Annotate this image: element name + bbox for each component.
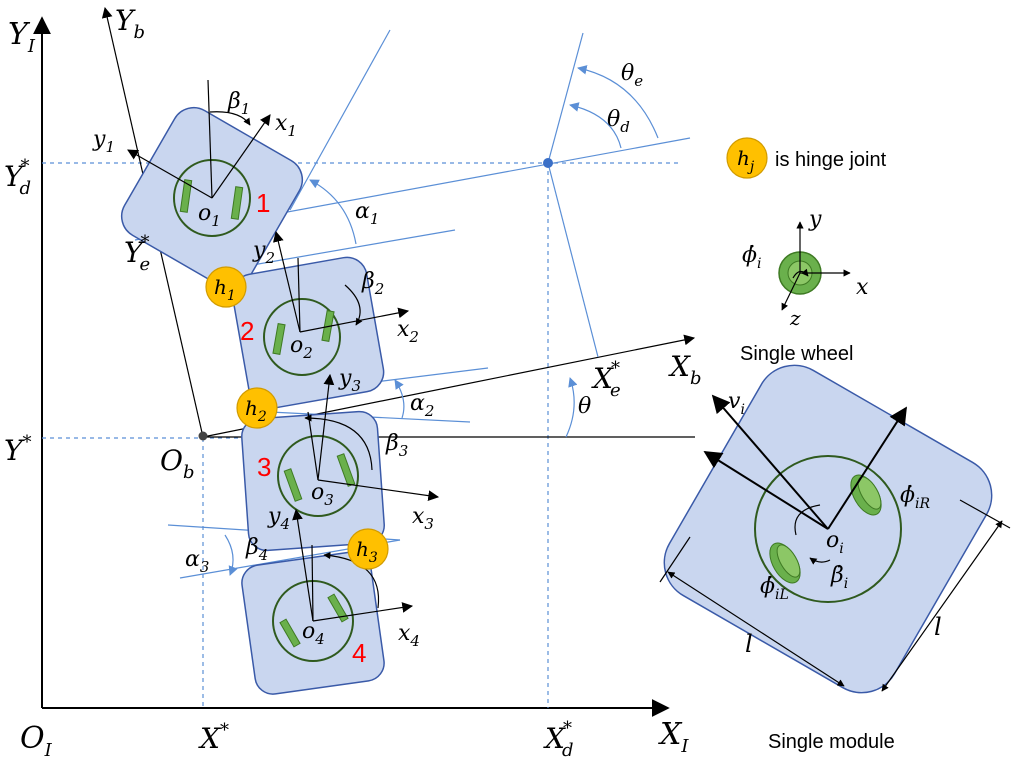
ye-star-label: Y*e (124, 232, 150, 275)
legend-hinge-symbol (726, 137, 768, 179)
module-2-origin-label: o2 (290, 333, 313, 362)
inertial-y-label: YI (8, 17, 36, 57)
module-3-number: 3 (257, 452, 271, 482)
module-3-beta-label: β3 (385, 431, 408, 460)
module-2-number: 2 (240, 316, 254, 346)
module-origin-label: oi (826, 528, 844, 557)
wheel-z-label: z (789, 306, 801, 330)
body-origin-point (198, 431, 208, 441)
theta-label: θ (578, 394, 591, 419)
hinge-2-label: h2 (245, 396, 267, 425)
module-2-y-label: y2 (252, 238, 275, 267)
hinge-1 (205, 266, 247, 308)
body-x-label: Xb (668, 350, 701, 389)
hinge-3 (347, 528, 389, 570)
xd-star-label: X*d (543, 718, 573, 761)
velocity-label: vi (728, 389, 745, 418)
inertial-x-label: XI (658, 717, 689, 757)
hinge-1-label: h1 (214, 275, 236, 304)
alpha2-arc (394, 379, 405, 419)
module2-blue-line (234, 229, 456, 269)
module-3-origin-label: o3 (311, 480, 334, 509)
module-1-beta-label: β1 (227, 89, 250, 118)
body-origin-label: Ob (160, 444, 195, 483)
single-wheel-caption: Single wheel (740, 343, 853, 365)
module-2-beta-label: β2 (361, 269, 384, 298)
module-2-alpha-label: α2 (410, 391, 434, 420)
module-1-x-label: x1 (275, 111, 297, 140)
yd-star-label: Y*d (4, 156, 31, 199)
x-star-label: X* (198, 720, 229, 755)
single-module-caption: Single module (768, 731, 895, 753)
module-2-x-label: x2 (397, 317, 419, 346)
module-1-alpha-label: α1 (355, 199, 379, 228)
module-1-origin-label: o1 (198, 201, 221, 230)
legend-hinge-text: is hinge joint (775, 149, 887, 171)
target-point (543, 158, 553, 168)
beta-dot-label: β̇i (830, 563, 848, 592)
single-wheel-icon (778, 221, 851, 311)
module-length-label-right: l (934, 613, 942, 641)
module-4-beta-label: β4 (245, 535, 268, 564)
module-3-x-label: x3 (412, 504, 434, 533)
wheel-x-label: x (856, 275, 869, 300)
module-3-y-label: y3 (338, 366, 361, 395)
theta-e-label: θe (621, 61, 643, 90)
module-4-y-label: y4 (267, 504, 290, 533)
legend-hinge-symbol-label: hj (737, 146, 755, 175)
theta-arc (565, 377, 578, 438)
module-1 (120, 79, 304, 290)
hinge-2 (236, 387, 278, 429)
module-4-number: 4 (352, 638, 366, 668)
module-1-number: 1 (256, 188, 270, 218)
module-4-origin-label: o4 (302, 619, 325, 648)
hinge-3-label: h3 (356, 537, 378, 566)
module-3 (241, 373, 440, 552)
theta-d-label: θd (607, 107, 630, 136)
module-2 (231, 230, 410, 410)
ye-star-line (547, 162, 599, 358)
phi-left-label: ϕ̇iL (760, 574, 789, 603)
module-4-x-label: x4 (398, 621, 420, 650)
inertial-origin-label: OI (20, 721, 53, 761)
ye-star-upper-line (547, 32, 584, 164)
wheel-y-label: y (808, 207, 822, 232)
module-3-alpha-label: α3 (185, 547, 209, 576)
module-1-y-label: y1 (92, 127, 115, 156)
module-4 (241, 508, 414, 695)
phi-right-label: ϕ̇iR (900, 483, 930, 512)
alpha1-arc (309, 179, 357, 245)
theta-d-arc (569, 102, 622, 149)
module1-blue-x-line (289, 29, 391, 211)
module-length-label-bottom: l (745, 630, 753, 658)
theta-e-arc (577, 65, 659, 139)
y-star-label: Y* (4, 432, 31, 467)
body-y-label: Yb (115, 4, 145, 43)
alpha3-arc (224, 534, 238, 576)
single-module-icon (659, 364, 1011, 694)
wheel-phi-label: ϕ̇i (742, 243, 761, 272)
xe-star-label: X*e (591, 358, 621, 401)
